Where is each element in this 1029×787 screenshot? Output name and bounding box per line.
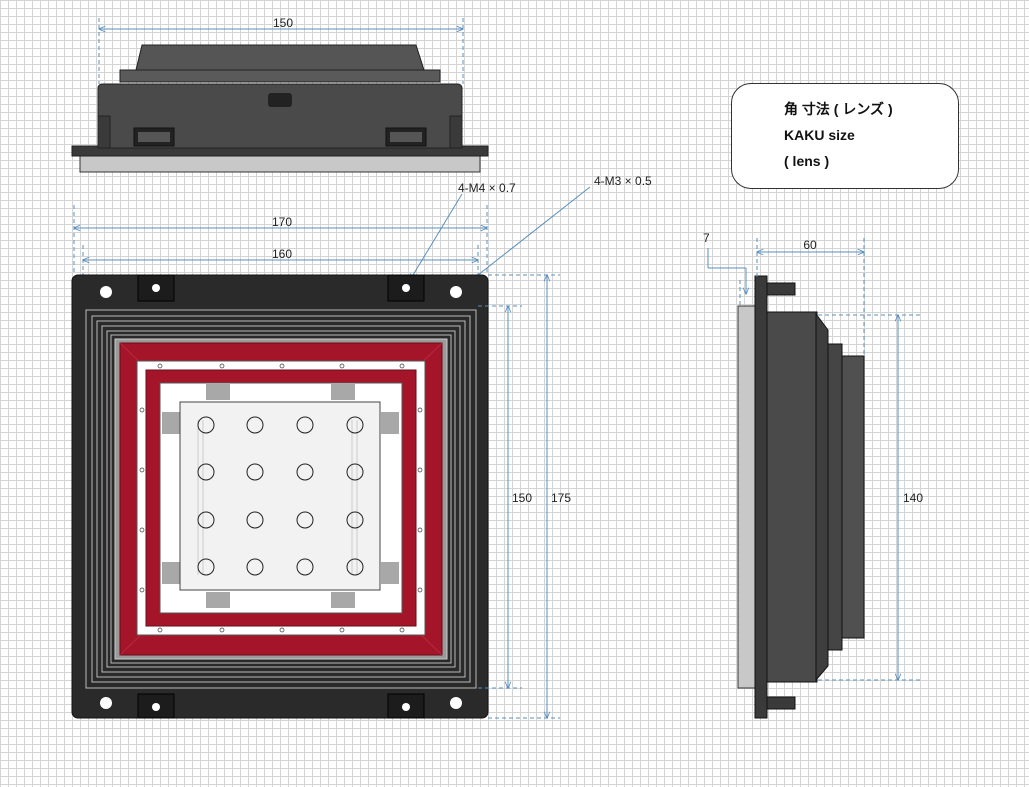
dim-side-depth-label: 60 xyxy=(803,238,817,252)
dim-outer-height: 175 xyxy=(488,275,571,718)
dim-top-width-label: 150 xyxy=(273,16,293,30)
white-band-dots xyxy=(139,363,423,633)
title-box-line1: 角 寸法 ( レンズ ) xyxy=(784,101,893,117)
dim-hole-width-label: 160 xyxy=(272,247,292,261)
side-view xyxy=(737,275,865,719)
dim-flange-thickness-label: 7 xyxy=(703,231,710,245)
dim-flange-thickness: 7 xyxy=(703,231,746,306)
callout-m3-label: 4-M3 × 0.5 xyxy=(594,174,652,188)
callout-m4: 4-M4 × 0.7 xyxy=(410,181,516,280)
dim-side-depth: 60 xyxy=(757,238,864,356)
led-grid xyxy=(197,416,364,576)
front-view xyxy=(71,274,489,719)
dim-side-height-label: 140 xyxy=(903,491,923,505)
dim-hole-height-label: 150 xyxy=(512,491,532,505)
top-view xyxy=(71,44,489,173)
dim-outer-height-label: 175 xyxy=(551,491,571,505)
dim-top-width: 150 xyxy=(99,16,463,84)
title-box-line3: ( lens ) xyxy=(784,153,830,169)
callout-m4-label: 4-M4 × 0.7 xyxy=(458,181,516,195)
title-box-line2: KAKU size xyxy=(784,127,855,143)
title-box: 角 寸法 ( レンズ ) KAKU size ( lens ) xyxy=(731,83,959,189)
dim-hole-height: 150 xyxy=(478,306,532,688)
callout-m3: 4-M3 × 0.5 xyxy=(464,174,652,286)
dim-side-height: 140 xyxy=(818,315,923,680)
dim-outer-width-label: 170 xyxy=(272,215,292,229)
dim-outer-width: 170 xyxy=(74,205,487,275)
